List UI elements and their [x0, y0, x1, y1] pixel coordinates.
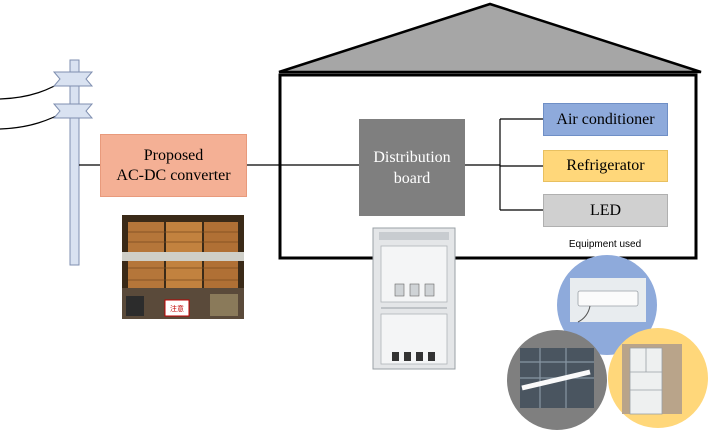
- converter-photo: 注意: [122, 215, 244, 319]
- led-label: LED: [589, 201, 622, 219]
- utility-pole: [52, 59, 94, 266]
- converter-label-line2: AC-DC converter: [116, 166, 231, 184]
- converter-label-line1: Proposed: [143, 146, 204, 164]
- led-box: LED: [543, 194, 668, 227]
- air-conditioner-photo: [557, 255, 657, 355]
- distribution-board-photo: [372, 227, 456, 370]
- converter-box: Proposed AC-DC converter: [100, 134, 247, 197]
- air-conditioner-label: Air conditioner: [556, 110, 655, 128]
- equipment-used-caption: Equipment used: [568, 239, 642, 250]
- led-photo: [507, 330, 607, 430]
- refrigerator-box: Refrigerator: [543, 150, 668, 182]
- distribution-label-line2: board: [393, 169, 431, 187]
- air-conditioner-box: Air conditioner: [543, 103, 668, 136]
- wiring: [247, 118, 543, 211]
- refrigerator-photo: [608, 328, 708, 428]
- house-roof: [278, 2, 702, 74]
- distribution-board-box: Distribution board: [359, 119, 465, 216]
- distribution-label-line1: Distribution: [373, 148, 451, 166]
- refrigerator-label: Refrigerator: [566, 157, 645, 174]
- warning-sign-text: 注意: [170, 304, 184, 313]
